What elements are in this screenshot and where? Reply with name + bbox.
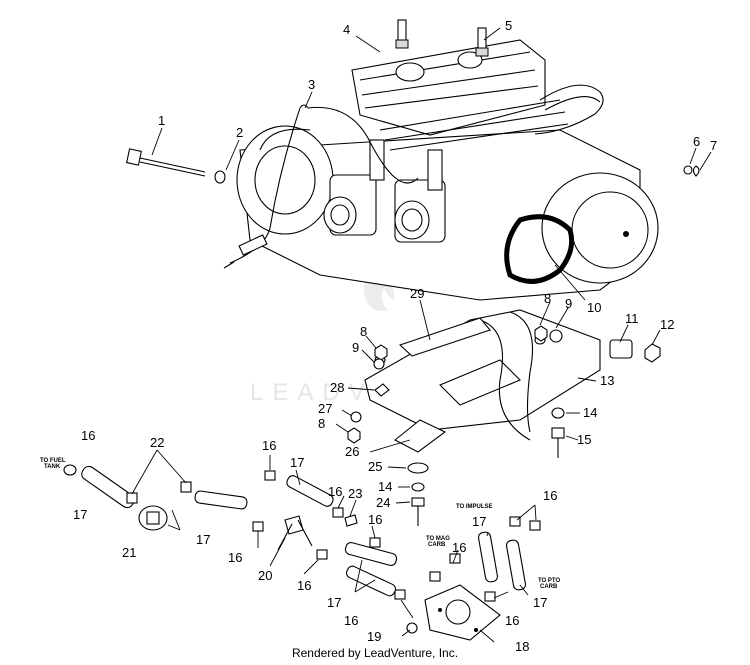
callout-labels: 1 2 3 4 5 6 7 29 8 9 10 11 12 8 9 13 28 … [73,18,717,654]
callout-11: 11 [625,311,639,326]
callout-8-upper: 8 [544,291,551,306]
callout-26: 26 [345,444,359,459]
callout-28: 28 [330,380,344,395]
callout-6: 6 [693,134,700,149]
note-to-mag-carb-1: TO MAG [426,536,450,542]
callout-16-a: 16 [81,428,95,443]
note-to-mag-carb-2: CARB [428,542,446,548]
callout-21: 21 [122,545,136,560]
callout-14-right: 14 [583,405,597,420]
callout-13: 13 [600,373,614,388]
callout-14-lower: 14 [378,479,392,494]
note-to-pto-carb-1: TO PTO [538,578,560,584]
callout-16-d: 16 [228,550,242,565]
callout-17-a: 17 [73,507,87,522]
callout-16-i: 16 [344,613,358,628]
callout-7: 7 [710,138,717,153]
callout-18: 18 [515,639,529,654]
callout-22: 22 [150,435,164,450]
callout-17-c: 17 [196,532,210,547]
callout-8-left: 8 [360,324,367,339]
note-to-fuel-tank-1: TO FUEL [40,458,66,464]
callout-16-b: 16 [262,438,276,453]
callout-16-f: 16 [368,512,382,527]
callout-16-c: 16 [328,484,342,499]
callout-25: 25 [368,459,382,474]
note-to-impulse: TO IMPULSE [456,504,493,510]
fuel-system [63,464,541,641]
attribution-footer: Rendered by LeadVenture, Inc. [291,646,459,660]
callout-19: 19 [367,629,381,644]
callout-16-j: 16 [505,613,519,628]
callout-16-h: 16 [543,488,557,503]
callout-16-e: 16 [297,578,311,593]
engine-mount-plate [347,309,661,526]
callout-23: 23 [348,486,362,501]
note-to-fuel-tank-2: TANK [44,464,61,470]
callout-9-upper: 9 [565,296,572,311]
callout-24: 24 [376,495,390,510]
callout-3: 3 [308,77,315,92]
callout-17-f: 17 [533,595,547,610]
callout-16-g: 16 [452,540,466,555]
callout-2: 2 [236,125,243,140]
callout-1: 1 [158,113,165,128]
callout-29: 29 [410,286,424,301]
callout-17-e: 17 [327,595,341,610]
routing-notes: TO FUEL TANK TO IMPULSE TO MAG CARB TO P… [40,458,560,590]
callout-8-lower: 8 [318,416,325,431]
callout-20: 20 [258,568,272,583]
callout-15: 15 [577,432,591,447]
leader-lines [131,27,712,643]
engine-assembly [126,19,700,301]
callout-9-left: 9 [352,340,359,355]
note-to-pto-carb-2: CARB [540,584,558,590]
callout-5: 5 [505,18,512,33]
callout-12: 12 [660,317,674,332]
callout-17-d: 17 [472,514,486,529]
callout-17-b: 17 [290,455,304,470]
callout-10: 10 [587,300,601,315]
callout-27: 27 [318,401,332,416]
callout-4: 4 [343,22,350,37]
